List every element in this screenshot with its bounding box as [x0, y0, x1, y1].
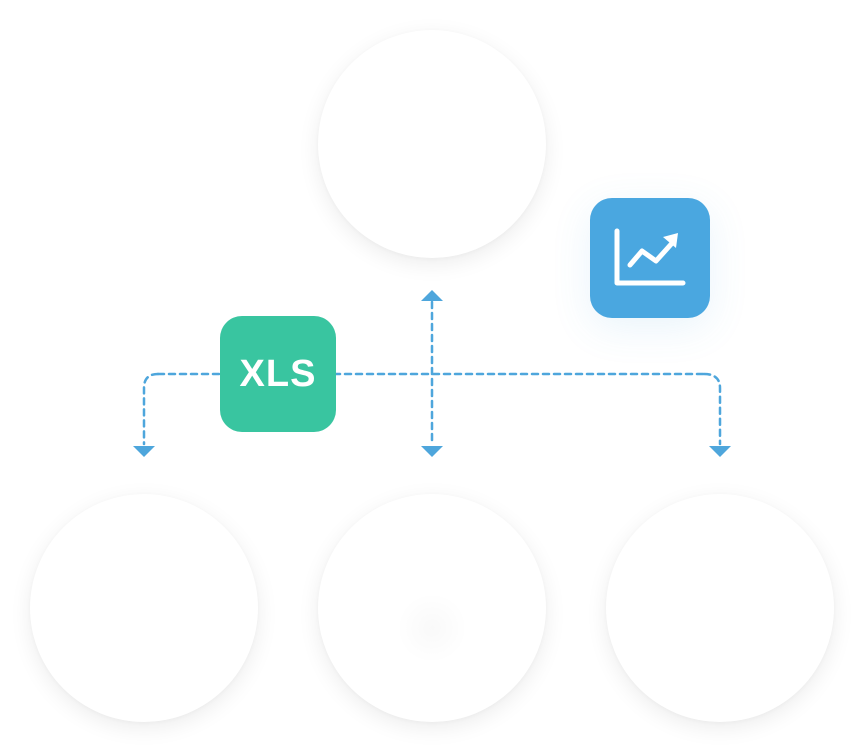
arrowhead-up-center [421, 290, 443, 301]
trending-up-chart-icon [614, 228, 686, 286]
top-node-circle [318, 30, 546, 258]
xls-file-badge: XLS [220, 316, 336, 432]
arrowhead-down-left [133, 446, 155, 457]
right-connector-elbow [702, 372, 722, 446]
center-node-inner-shadow [396, 592, 468, 664]
bottom-right-node-circle [606, 494, 834, 722]
arrowhead-down-right [709, 446, 731, 457]
bottom-center-node-circle [318, 494, 546, 722]
arrowhead-down-center [421, 446, 443, 457]
left-connector-elbow [142, 372, 160, 446]
xls-badge-label: XLS [239, 352, 317, 395]
bottom-left-node-circle [30, 494, 258, 722]
chart-badge [590, 198, 710, 318]
